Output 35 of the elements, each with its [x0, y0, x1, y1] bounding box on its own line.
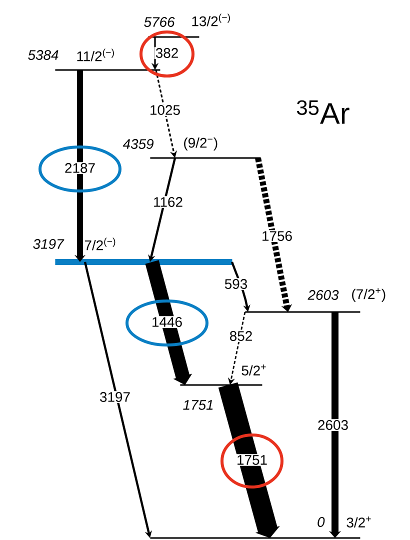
edge-label: 382	[154, 47, 180, 59]
edge-label: 2603	[316, 419, 350, 431]
node-label: 5384	[28, 50, 58, 60]
edge-label: 1025	[148, 104, 182, 116]
node-label: 4359	[122, 139, 154, 149]
edge-label: 1756	[260, 230, 294, 242]
edge-label: 1446	[150, 316, 184, 328]
node-label: 13/2$^{(−)}$	[192, 14, 230, 26]
node-label: 1751	[183, 400, 213, 410]
edge-label: 593	[223, 278, 249, 290]
node-label: (9/2$^{−}$)	[184, 138, 218, 150]
node-label: 2603	[308, 290, 339, 300]
energy-level: 3197 7/2$^{(−)}$	[33, 238, 232, 265]
node-label: (7/2$^{+}$)	[352, 288, 386, 302]
edge-label: 3197	[98, 391, 132, 403]
edge-label: 852	[228, 330, 254, 342]
node-label: 3/2$^{+}$	[346, 516, 371, 528]
gamma-arrow	[218, 382, 280, 538]
edge-label: 1162	[152, 196, 184, 208]
node-label: 5766	[144, 17, 175, 27]
energy-level: 0 3/2$^{+}$	[150, 516, 371, 539]
energy-level: 1751 5/2$^{+}$	[180, 364, 266, 410]
node-label: 3197	[33, 239, 64, 249]
node-label: 5/2$^{+}$	[242, 364, 266, 376]
node-label: 11/2$^{(−)}$	[77, 48, 114, 62]
edge-label: 1751	[235, 454, 269, 466]
gamma-arrow	[255, 157, 292, 312]
energy-level: 4359 (9/2$^{−}$)	[122, 138, 260, 159]
edge-label: 2187	[63, 162, 97, 174]
node-label: 0	[318, 517, 325, 527]
gamma-arrow	[145, 260, 192, 385]
nucleus-label: $^{35}$Ar	[296, 100, 350, 124]
node-label: 7/2$^{(−)}$	[84, 238, 116, 250]
energy-level: 5766 13/2$^{(−)}$	[144, 14, 230, 38]
energy-level: 2603 (7/2$^{+}$)	[245, 288, 386, 313]
